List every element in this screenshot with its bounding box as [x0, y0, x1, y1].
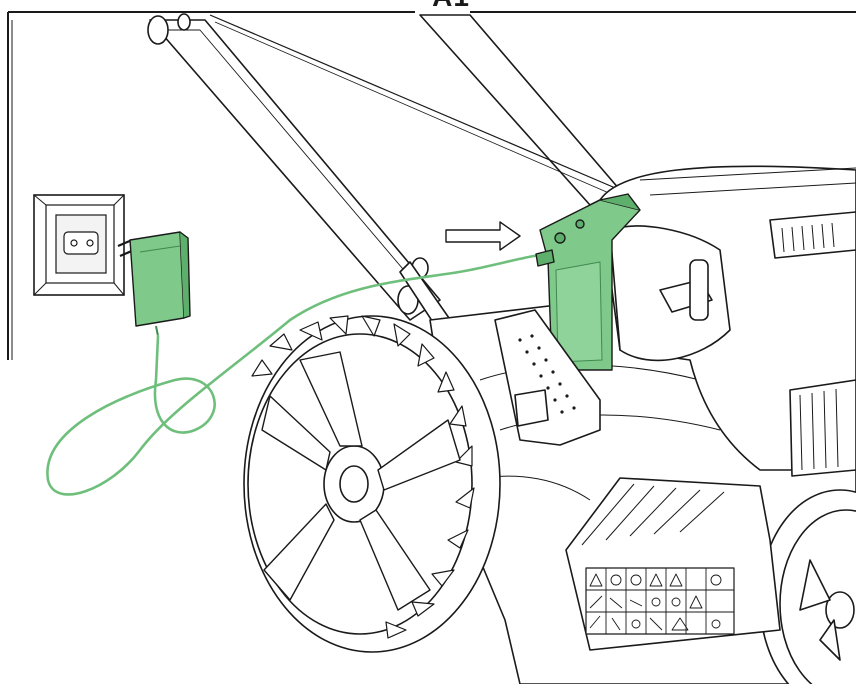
insertion-arrow-icon: [445, 221, 521, 251]
motor-housing: [599, 165, 856, 477]
handle-bracket: [494, 309, 601, 446]
charging-cable: [46, 253, 542, 496]
frame-lines: [7, 11, 856, 360]
rear-wheel: [243, 315, 501, 653]
battery-pack-icon: [535, 193, 641, 371]
rear-flap: [565, 477, 781, 651]
figure-label: A1: [421, 0, 481, 12]
power-adapter-icon: [117, 231, 191, 337]
wall-socket-icon: [33, 194, 125, 296]
